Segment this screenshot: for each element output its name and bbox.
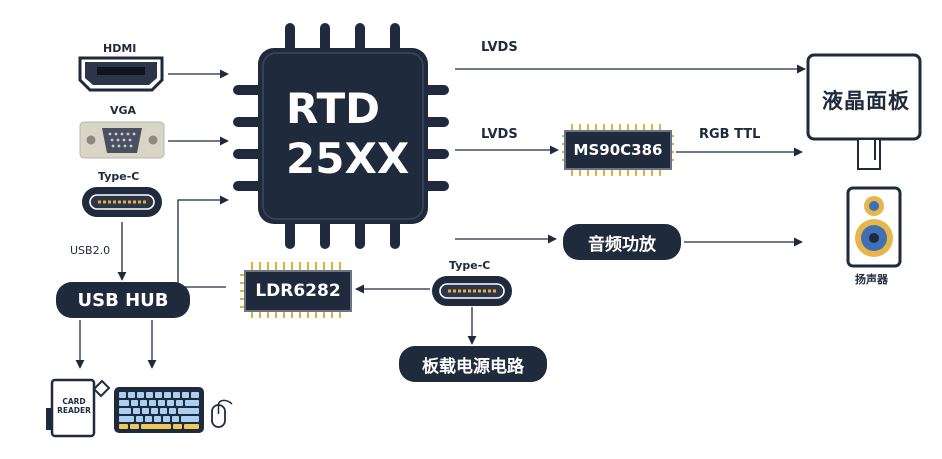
speaker-label: 扬声器 (855, 273, 888, 286)
speaker-icon (846, 186, 902, 268)
lcd-panel-icon (806, 53, 922, 170)
keyboard-icon (114, 387, 204, 433)
rgb-ttl-label: RGB TTL (699, 127, 761, 142)
connection-lines (75, 64, 806, 369)
main-chip-label-line2: 25XX (286, 134, 410, 183)
card-reader-text-line1: CARD (62, 397, 86, 406)
usb-label: USB2.0 (70, 244, 111, 257)
card-reader-text-line2: READER (57, 406, 91, 415)
vga-label: VGA (110, 104, 137, 117)
typec-label-left: Type-C (98, 170, 140, 183)
arrow-ldr-to-chip (177, 195, 229, 288)
lvds-mid-label: LVDS (481, 127, 518, 142)
typec-port-icon-left (82, 187, 162, 217)
ldr6282-chip: LDR6282 (244, 270, 352, 312)
rtd-main-chip (233, 23, 449, 249)
vga-connector-icon (79, 121, 165, 159)
card-reader-icon (46, 378, 111, 438)
usb-hub-block: USB HUB (56, 282, 190, 318)
lvds-top-label: LVDS (481, 40, 518, 55)
main-chip-label-line1: RTD (286, 84, 380, 133)
ms90c386-chip: MS90C386 (564, 130, 672, 170)
typec-label-right: Type-C (449, 259, 491, 272)
audio-amp-block: 音频功放 (563, 224, 681, 260)
mouse-icon (211, 399, 233, 428)
card-reader-text: CARD READER (55, 397, 93, 415)
power-circuit-block: 板载电源电路 (399, 346, 547, 382)
typec-port-icon-right (432, 276, 512, 306)
lcd-panel-label: 液晶面板 (822, 89, 910, 113)
hdmi-connector-icon (78, 56, 164, 92)
hdmi-label: HDMI (103, 42, 137, 55)
